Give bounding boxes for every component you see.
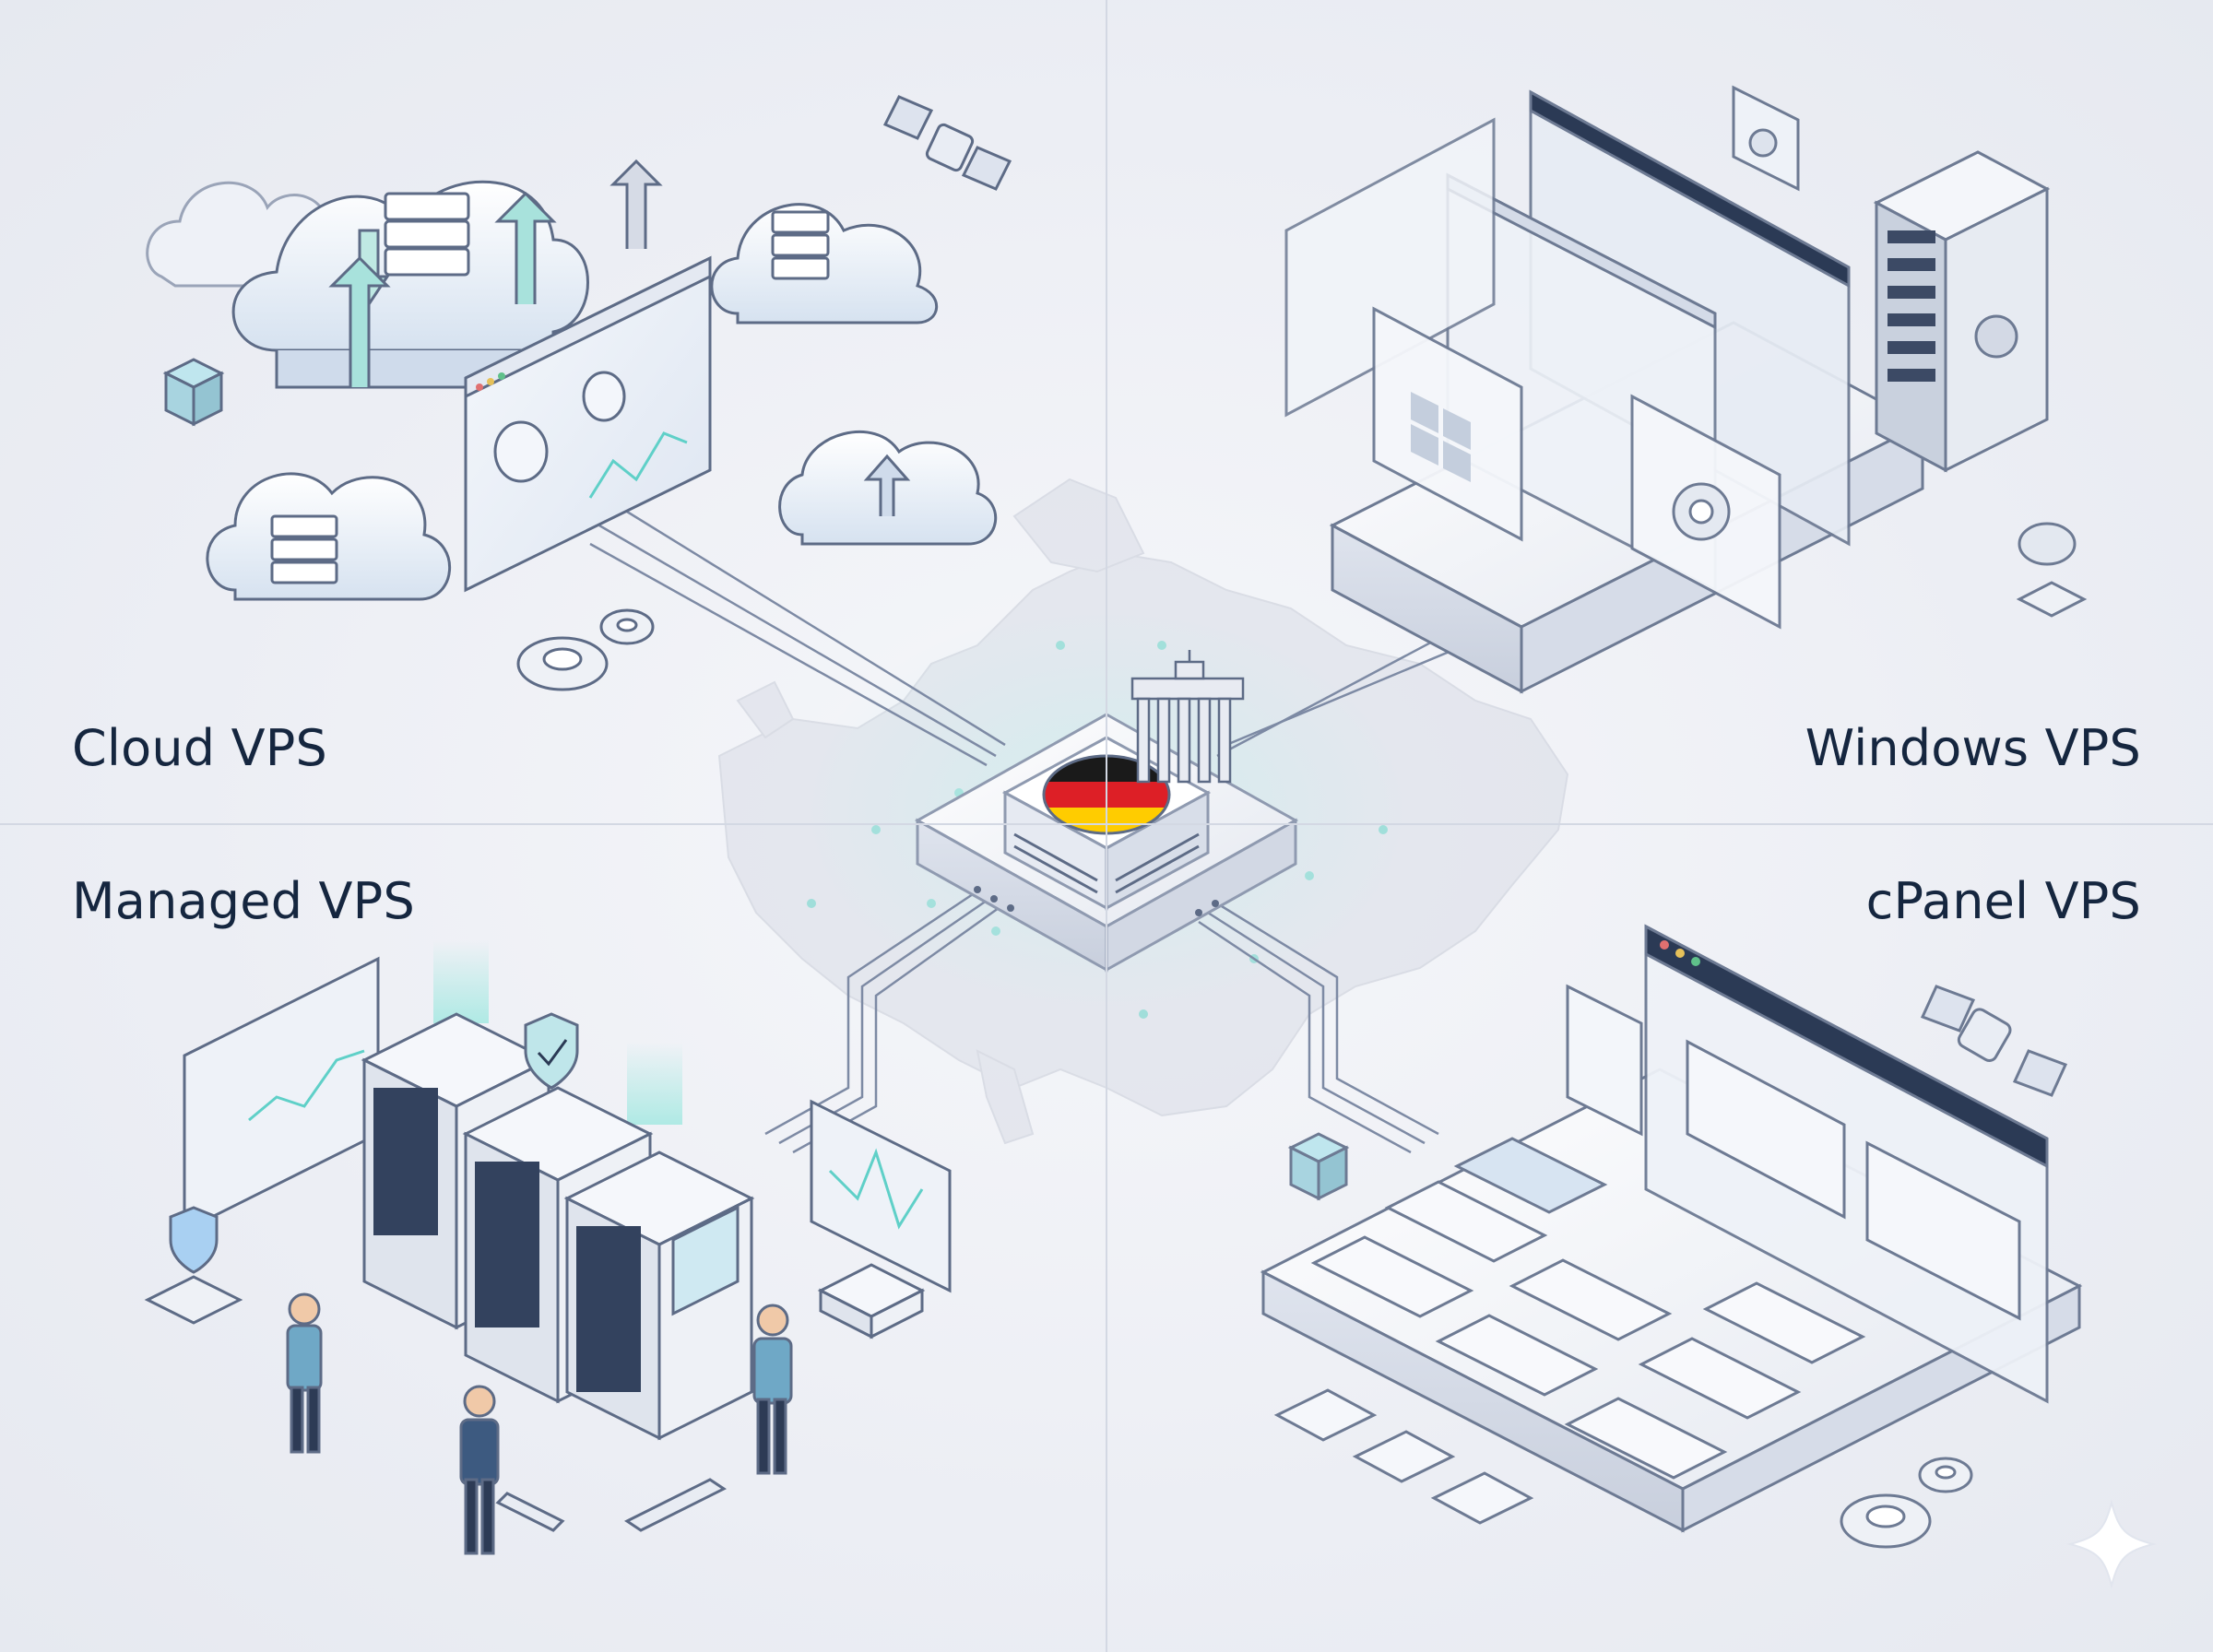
sparkle-icon — [2066, 1499, 2157, 1589]
cpanel-tile-icon — [1310, 1180, 1866, 1480]
cloud-vps-artwork — [146, 95, 1012, 691]
quadrant-divider-horizontal — [0, 823, 2213, 825]
managed-vps-label: Managed VPS — [72, 872, 415, 930]
shield-icon — [524, 1012, 579, 1090]
cpanel-vps-label: cPanel VPS — [1865, 872, 2141, 930]
cube-icon — [162, 358, 225, 427]
dashboard-window-icon — [464, 255, 712, 593]
windows-vps-artwork — [1284, 85, 2088, 694]
technician-figure — [286, 1292, 323, 1454]
cloud-server-icon — [231, 180, 589, 389]
cube-icon — [1287, 1132, 1350, 1201]
cloud-server-icon — [710, 203, 939, 324]
gear-icon — [1840, 1457, 1973, 1549]
managed-vps-artwork — [144, 940, 952, 1555]
cloud-vps-label: Cloud VPS — [72, 719, 327, 777]
quadrant-divider-vertical — [1106, 0, 1107, 1652]
server-tower-icon — [1873, 150, 2051, 473]
satellite-dish-icon — [2016, 522, 2088, 618]
wrench-icon — [495, 1478, 727, 1532]
server-rack-icon — [563, 1150, 755, 1441]
center-hub — [914, 650, 1299, 973]
cpanel-vps-artwork — [1260, 924, 2083, 1549]
technician-figure — [459, 1385, 500, 1555]
cloud-server-icon — [206, 472, 451, 601]
technician-figure — [752, 1304, 793, 1475]
cloud-upload-icon — [778, 431, 998, 546]
chip-icon — [1273, 1388, 1534, 1525]
windows-vps-label: Windows VPS — [1805, 719, 2141, 777]
shield-icon — [144, 1206, 243, 1325]
satellite-icon — [882, 95, 1012, 191]
device-box-icon — [817, 1263, 926, 1339]
gear-icon — [516, 608, 655, 691]
brandenburg-gate-icon — [1130, 650, 1245, 784]
satellite-icon — [1920, 985, 2068, 1097]
